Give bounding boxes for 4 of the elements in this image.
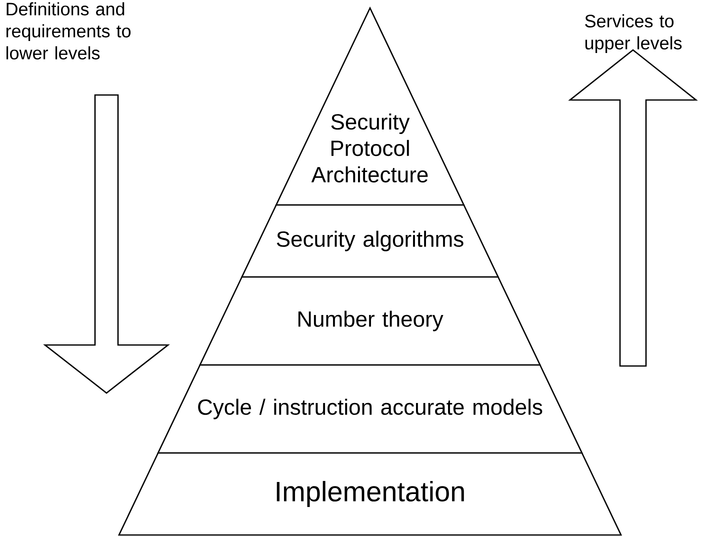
pyramid-level: Cycle / instruction accurate models — [157, 364, 584, 454]
node-label: Implementation — [276, 480, 464, 508]
side-label: Services to upper levels — [585, 14, 682, 54]
side-label: Definitions and requirements to lower levels — [6, 2, 131, 60]
